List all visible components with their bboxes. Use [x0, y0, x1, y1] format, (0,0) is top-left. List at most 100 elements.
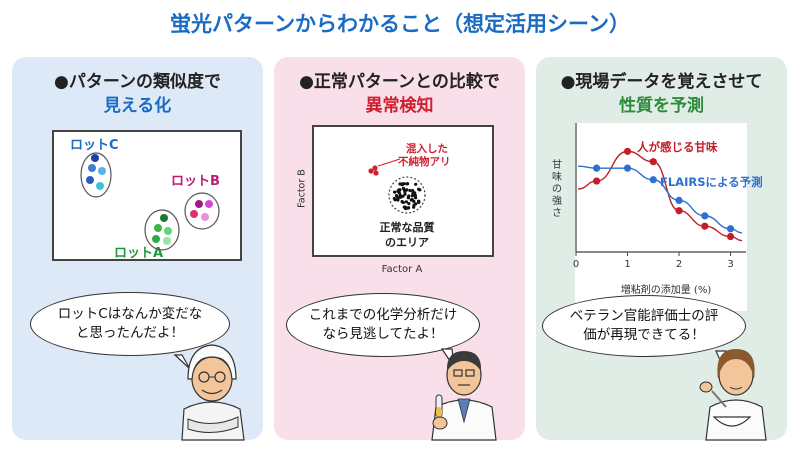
- lot-c-point: [86, 176, 94, 184]
- panel-heading: ●正常パターンとの比較で: [299, 72, 500, 92]
- panel-prediction: ●現場データを覚えさせて 性質を予測 0 1 2 3 甘味の強さ 増粘剤の添加量 (%…: [536, 57, 787, 441]
- speech-bubble: ロットCはなんか変だなと思ったんだよ！: [30, 292, 230, 356]
- lot-b-point: [190, 210, 198, 218]
- normal-point: [410, 194, 414, 198]
- normal-point: [393, 190, 397, 194]
- lot-c-ellipse: [80, 152, 112, 198]
- series-point: [623, 164, 632, 172]
- lot-c-label: ロットC: [70, 138, 119, 153]
- bubble-text: これまでの化学分析だけなら見逃してたよ！: [308, 307, 458, 342]
- lot-a-ellipse: [144, 209, 180, 251]
- normal-points: [392, 182, 422, 211]
- normal-point: [407, 202, 411, 206]
- x-tick-label: 1: [624, 259, 630, 270]
- annotation-line: [377, 158, 401, 167]
- normal-point: [417, 187, 421, 191]
- legend-human: 人が感じる甘味: [637, 140, 718, 154]
- normal-point: [409, 198, 413, 202]
- lot-b-point: [205, 200, 213, 208]
- normal-area-label-2: のエリア: [385, 236, 429, 249]
- lot-b-point: [201, 213, 209, 221]
- bubble-text: ロットCはなんか変だなと思ったんだよ！: [57, 306, 203, 341]
- normal-point: [408, 188, 412, 193]
- normal-point: [413, 193, 417, 197]
- speech-bubble: ベテラン官能評価士の評価が再現できてる！: [542, 295, 746, 357]
- series-point: [649, 158, 657, 166]
- anomaly-point: [368, 168, 374, 174]
- lot-b-point: [195, 200, 203, 208]
- normal-point: [417, 200, 421, 204]
- normal-point: [397, 188, 401, 192]
- x-tick-label: 0: [573, 259, 579, 270]
- normal-point: [396, 196, 400, 200]
- lot-a-label: ロットA: [114, 246, 164, 261]
- cluster-svg: [80, 152, 220, 251]
- series-point: [701, 212, 709, 220]
- researcher-illustration: [431, 348, 497, 441]
- cluster-plot: ロットC ロットB ロットA: [52, 130, 242, 261]
- normal-point: [412, 199, 416, 203]
- normal-point: [414, 202, 418, 206]
- y-axis-label: 甘味の強さ: [552, 160, 562, 219]
- series-point: [623, 147, 632, 155]
- normal-point: [403, 192, 407, 196]
- annotation-line-2: 不純物アリ: [398, 156, 451, 168]
- normal-point: [392, 196, 396, 201]
- normal-point: [414, 196, 418, 200]
- normal-point: [402, 182, 406, 186]
- normal-point: [398, 182, 402, 186]
- lot-a-point: [152, 235, 160, 243]
- series-point: [675, 207, 683, 215]
- legend-flairs: FLAIRSによる予測: [660, 175, 763, 189]
- page-title: 蛍光パターンからわかること（想定活用シーン）: [170, 12, 630, 36]
- chart-background: [575, 123, 747, 311]
- sweetness-chart: 0 1 2 3: [573, 123, 746, 270]
- lot-a-point: [163, 237, 171, 245]
- panel-similarity: ●パターンの類似度で 見える化 ロットC ロットB ロットA: [12, 57, 263, 441]
- series-point: [726, 232, 735, 241]
- speech-bubble: これまでの化学分析だけなら見逃してたよ！: [286, 293, 480, 357]
- lot-c-point: [88, 164, 96, 172]
- anomaly-point: [372, 165, 378, 171]
- anomaly-point: [373, 170, 379, 176]
- normal-point: [401, 186, 406, 191]
- x-ticks: 0 1 2 3: [573, 252, 734, 270]
- series-point: [701, 222, 709, 230]
- normal-point: [397, 191, 401, 195]
- normal-point: [414, 182, 418, 186]
- normal-point: [411, 189, 415, 193]
- panel-anomaly: ●正常パターンとの比較で 異常検知 混入した 不純物アリ 正常な品質 のエリア …: [274, 57, 525, 441]
- x-axis-label: Factor A: [381, 264, 423, 275]
- normal-point: [394, 194, 399, 198]
- normal-point: [413, 191, 417, 195]
- normal-point: [401, 194, 405, 198]
- lot-a-point: [154, 224, 162, 232]
- worker-illustration: [173, 344, 245, 441]
- factor-plot: 混入した 不純物アリ 正常な品質 のエリア: [312, 125, 494, 257]
- panel-subheading: 見える化: [103, 96, 172, 116]
- lot-b-ellipse: [184, 192, 220, 230]
- normal-point: [405, 182, 409, 186]
- normal-area-label-1: 正常な品質: [379, 221, 435, 234]
- sensory-evaluator-illustration: [699, 349, 767, 441]
- x-axis-label: 増粘剤の添加量 (%): [620, 285, 712, 296]
- lot-a-point: [160, 214, 168, 222]
- series-point: [593, 164, 601, 172]
- lot-c-point: [91, 154, 99, 162]
- series-points: [593, 147, 735, 241]
- normal-area-circle: [388, 176, 426, 214]
- normal-point: [407, 206, 411, 210]
- lot-c-point: [98, 167, 106, 175]
- factor-svg: [368, 158, 426, 214]
- x-tick-label: 2: [676, 259, 682, 270]
- x-tick-label: 3: [727, 259, 733, 270]
- panel-heading: ●現場データを覚えさせて: [560, 72, 763, 92]
- series-point: [593, 177, 601, 185]
- panel-subheading: 性質を予測: [619, 96, 704, 116]
- lot-c-point: [96, 182, 104, 190]
- panel-subheading: 異常検知: [365, 96, 434, 116]
- series-point: [649, 176, 657, 184]
- normal-point: [407, 194, 411, 198]
- annotation-line-1: 混入した: [406, 143, 448, 155]
- panel-heading: ●パターンの類似度で: [54, 72, 221, 92]
